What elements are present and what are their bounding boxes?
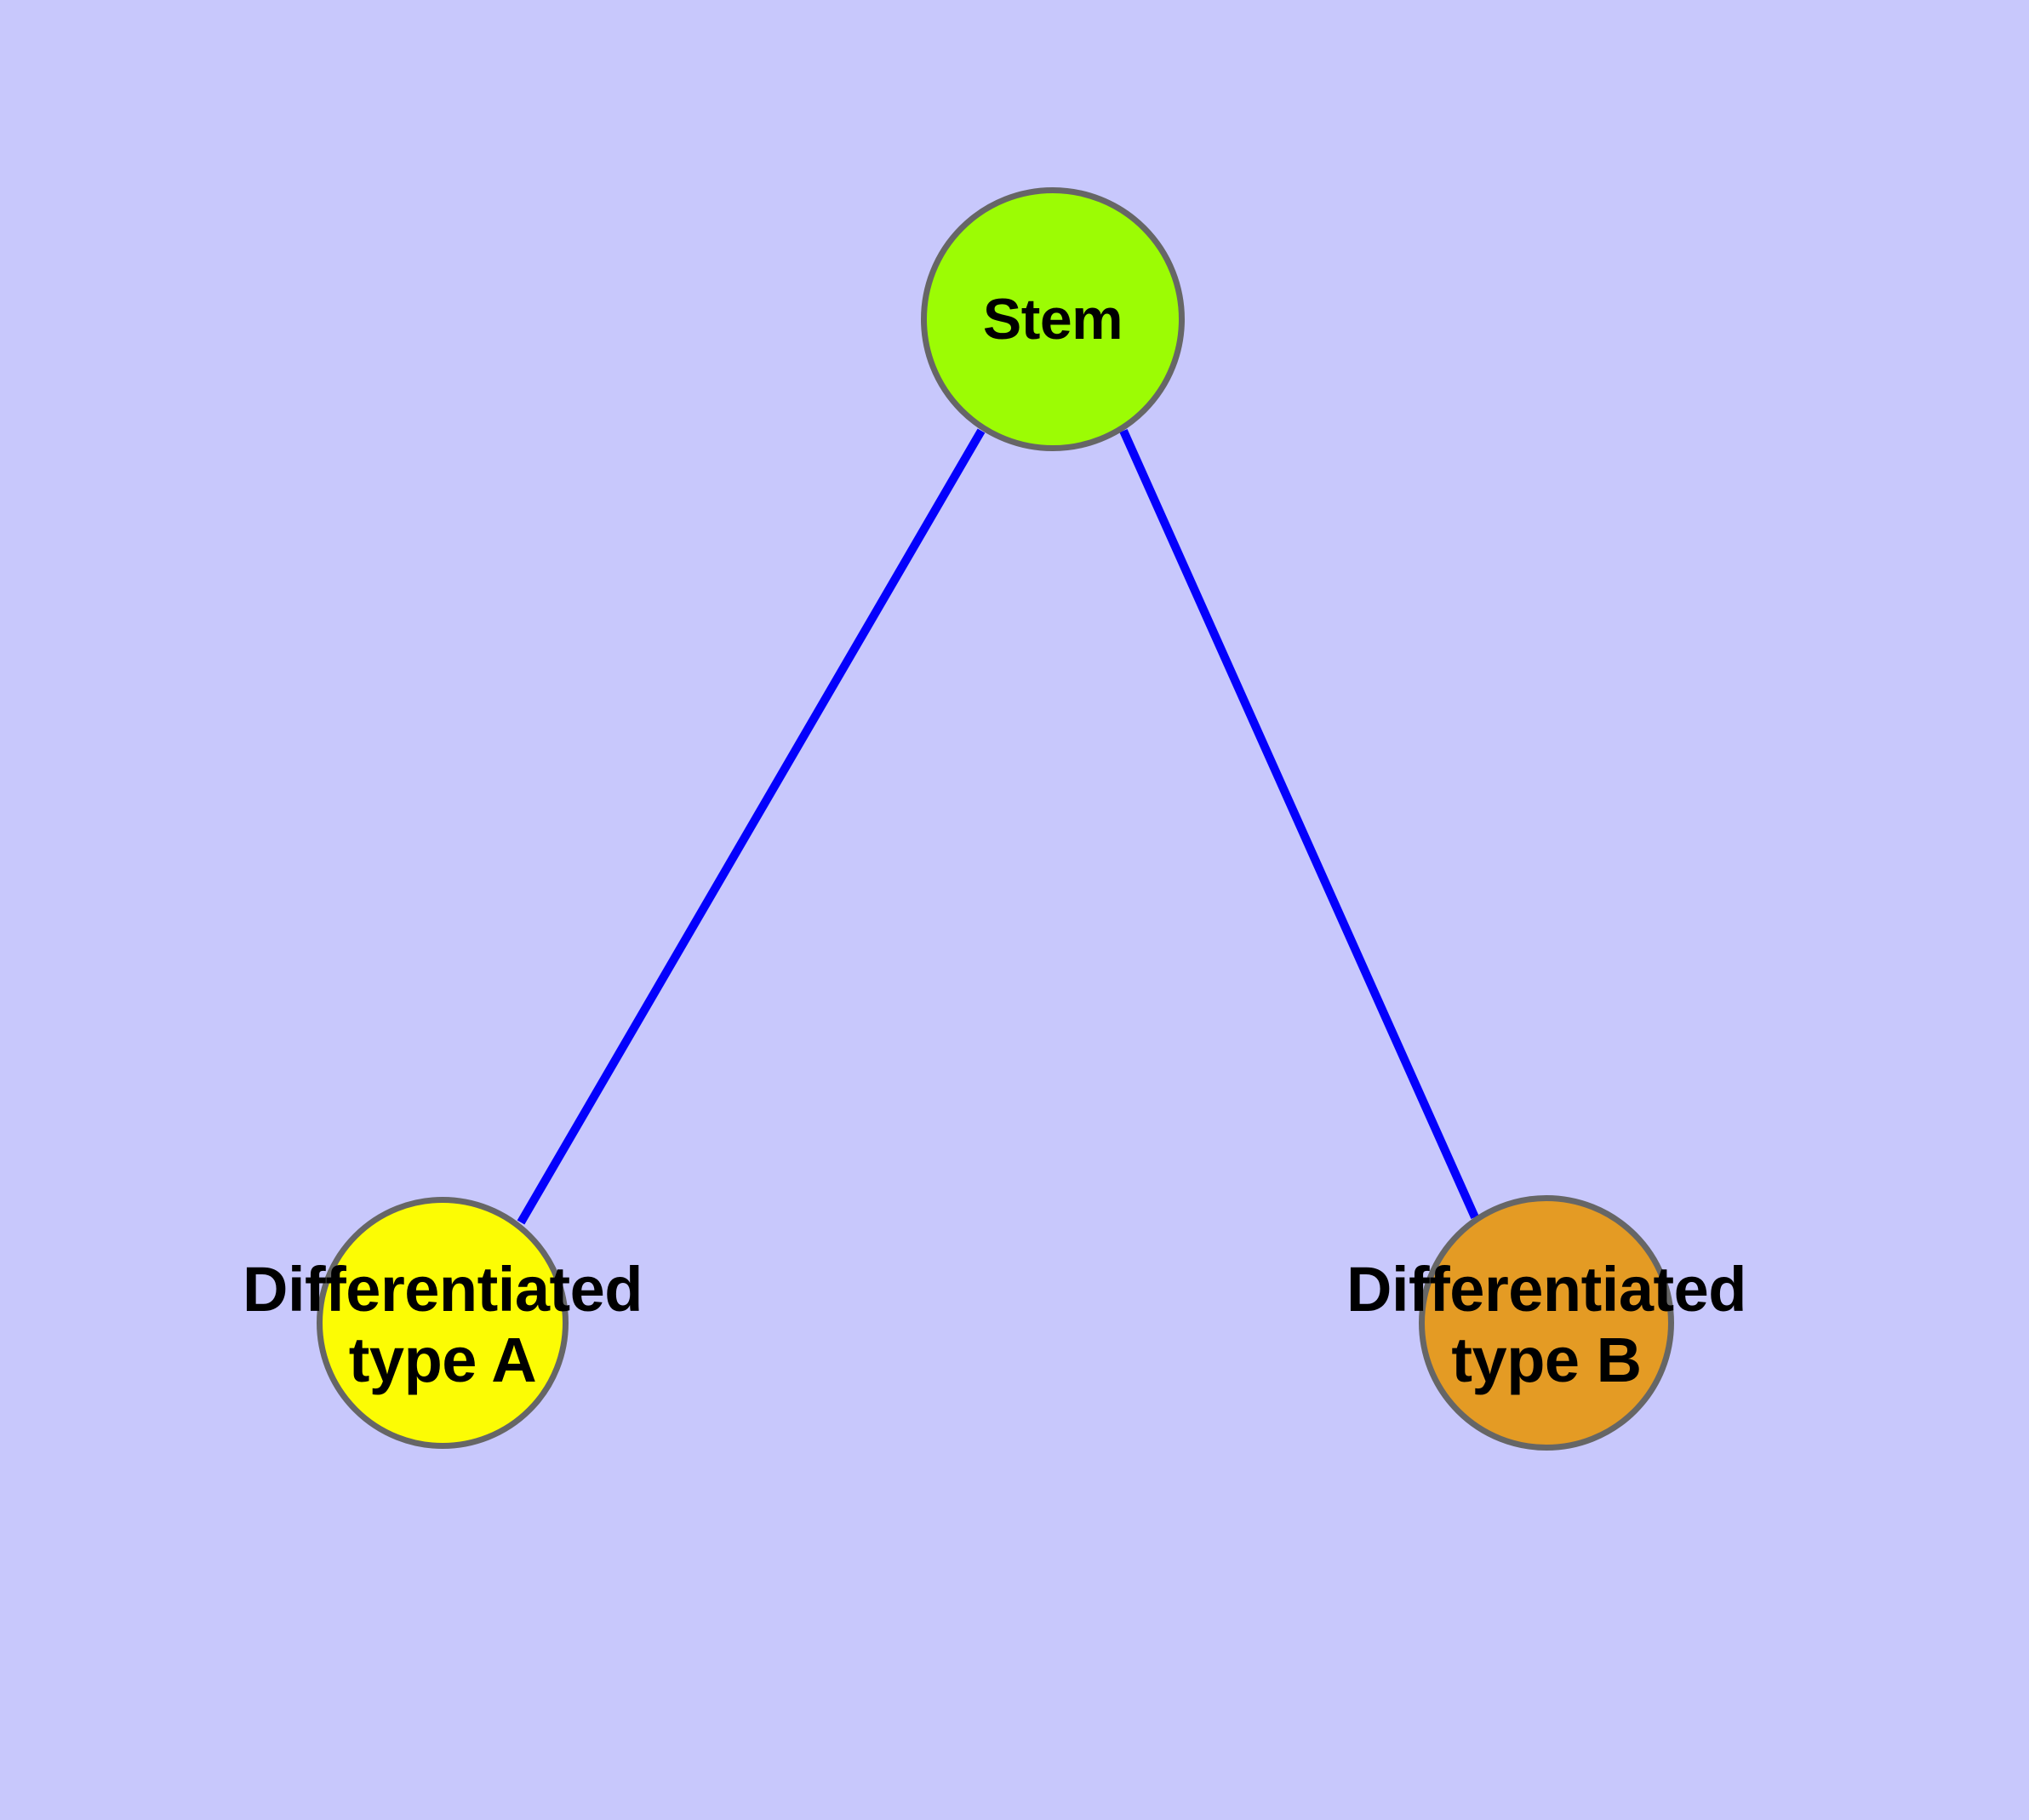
- node-differentiated-type-a[interactable]: [317, 1197, 569, 1449]
- node-stem[interactable]: [921, 187, 1185, 451]
- node-differentiated-type-b[interactable]: [1419, 1195, 1674, 1451]
- edge-stem-to-diff-a[interactable]: [517, 428, 986, 1225]
- edge-stem-to-diff-b[interactable]: [1119, 428, 1479, 1220]
